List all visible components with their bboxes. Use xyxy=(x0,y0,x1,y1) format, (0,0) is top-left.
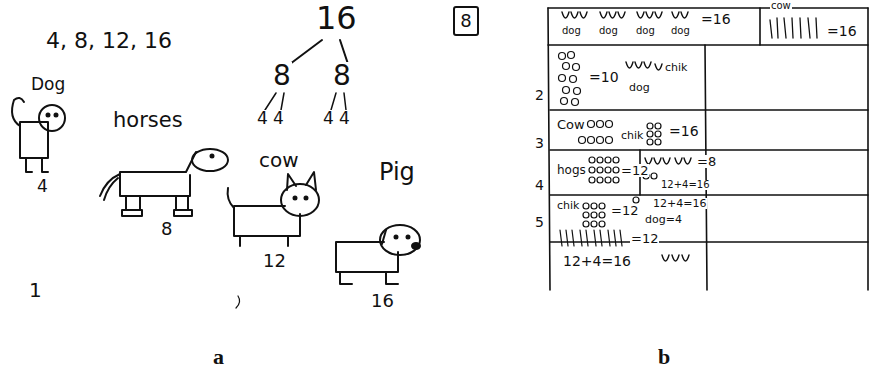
handwritten-text: dog=4 xyxy=(644,214,683,225)
problem-number: 8 xyxy=(460,12,471,30)
handwritten-text: =16 xyxy=(826,24,858,38)
handwritten-text: dog xyxy=(628,82,651,93)
handwritten-text: dog xyxy=(598,26,619,36)
handwritten-text: chik xyxy=(556,200,580,211)
handwritten-text: 12+4=16 xyxy=(652,198,707,209)
handwritten-text: 8 xyxy=(332,62,352,90)
handwritten-text: 4 xyxy=(256,110,269,127)
pig-drawing xyxy=(336,225,420,284)
handwritten-text: 4 xyxy=(322,110,335,127)
tree-line xyxy=(265,93,346,110)
handwritten-text: 16 xyxy=(315,2,358,34)
handwritten-text: cow xyxy=(770,1,792,11)
panel-letter: a xyxy=(212,346,225,368)
horse-drawing xyxy=(100,149,228,216)
handwritten-text: cow xyxy=(258,150,300,170)
cow-drawing xyxy=(228,172,319,246)
handwritten-text: dog xyxy=(635,26,656,36)
handwritten-text: 12 xyxy=(262,252,287,270)
handwritten-text: 4 xyxy=(534,178,545,192)
handwritten-text: hogs xyxy=(556,164,587,176)
handwritten-text: =8 xyxy=(696,155,717,168)
handwritten-text: 4 xyxy=(338,110,351,127)
dog-drawing xyxy=(12,98,65,172)
handwritten-text: Cow xyxy=(556,118,586,131)
handwritten-text: =16 xyxy=(668,124,700,138)
handwritten-text: 12+4=16 xyxy=(562,254,632,268)
handwritten-text: =12 xyxy=(610,204,639,217)
handwritten-text: Dog xyxy=(30,76,66,93)
handwritten-text: =10 xyxy=(588,70,620,84)
handwritten-text: chik xyxy=(664,62,688,73)
stray-mark xyxy=(236,296,240,308)
handwritten-text: 1 xyxy=(28,280,43,300)
handwritten-text: =16 xyxy=(700,12,732,26)
worksheet-table xyxy=(548,8,868,290)
handwritten-text: Pig xyxy=(378,160,416,184)
panel-letter: b xyxy=(657,346,671,368)
handwritten-text: 3 xyxy=(534,136,545,150)
tally-marks xyxy=(560,12,817,261)
handwritten-text: 4 xyxy=(272,110,285,127)
handwritten-text: chik xyxy=(620,130,644,141)
handwritten-text: dog xyxy=(561,26,582,36)
tree-line xyxy=(290,40,348,64)
handwritten-text: 4, 8, 12, 16 xyxy=(45,30,173,52)
boxed-number: 8 xyxy=(453,6,479,36)
handwritten-text: 5 xyxy=(534,215,545,229)
handwritten-text: 8 xyxy=(160,220,173,238)
handwritten-text: =12 xyxy=(620,164,649,177)
handwritten-text: 2 xyxy=(534,88,545,102)
handwritten-text: 4 xyxy=(36,178,49,195)
handwritten-text: =12 xyxy=(630,232,659,245)
handwritten-text: 8 xyxy=(272,62,292,90)
handwritten-text: dog xyxy=(670,26,691,36)
handwritten-text: horses xyxy=(112,110,184,131)
handwritten-text: 16 xyxy=(370,292,395,310)
handwritten-text: 12+4=16 xyxy=(660,180,711,190)
